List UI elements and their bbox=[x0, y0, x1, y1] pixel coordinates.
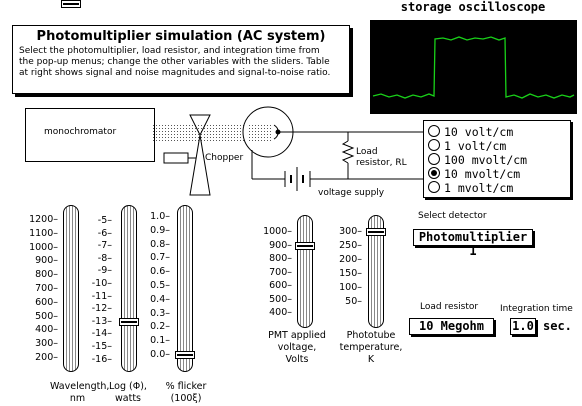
chopper-blade-top bbox=[189, 114, 211, 137]
monochromator-box: monochromator bbox=[25, 108, 155, 162]
radio-button-selected[interactable] bbox=[428, 167, 440, 179]
flicker-tick-label: 0.8– bbox=[150, 238, 170, 250]
temperature-tick-label: 300– bbox=[339, 226, 362, 237]
wavelength-tick-label: 800– bbox=[35, 269, 58, 281]
integration-time-label: Integration time bbox=[500, 304, 573, 314]
flicker-tick-label: 0.9– bbox=[150, 224, 170, 236]
wavelength-tick-label: 1200– bbox=[29, 214, 58, 225]
voltage-tick-label: 400– bbox=[269, 307, 292, 318]
voltage-slider-thumb[interactable] bbox=[295, 241, 315, 250]
scale-selector: 10 volt/cm 1 volt/cm 100 mvolt/cm 10 mvo… bbox=[423, 120, 571, 198]
radio-button[interactable] bbox=[428, 139, 440, 151]
flicker-tick-label: 0.7– bbox=[150, 252, 170, 264]
detector-popup[interactable]: Photomultiplier 1 bbox=[413, 229, 533, 258]
instructions-line-2: the pop-up menus; change the other varia… bbox=[19, 57, 330, 67]
flicker-tick-label: 0.1– bbox=[150, 335, 170, 347]
wavelength-tick-label: 1100– bbox=[29, 227, 58, 239]
flicker-slider[interactable] bbox=[177, 205, 193, 372]
instructions-box: Photomultiplier simulation (AC system) S… bbox=[12, 25, 350, 94]
power-label: Log (Φ),watts bbox=[109, 381, 147, 404]
voltage-tick-label: 700– bbox=[269, 266, 292, 278]
wavelength-tick-label: 600– bbox=[35, 296, 58, 308]
integration-time-popup[interactable]: 1.0 bbox=[510, 318, 536, 335]
flicker-label: % flicker(100ξ) bbox=[165, 381, 207, 404]
wavelength-tick-label: 900– bbox=[35, 255, 58, 267]
scale-option-1-mvolt[interactable]: 1 mvolt/cm bbox=[428, 180, 513, 195]
integration-time-unit: sec. bbox=[543, 319, 572, 333]
wavelength-slider[interactable] bbox=[63, 205, 79, 372]
temperature-tick-label: 200– bbox=[339, 253, 362, 265]
power-tick-label: -5– bbox=[97, 215, 112, 226]
power-tick-label: -9– bbox=[97, 265, 112, 277]
load-resistor-menu-label: Load resistor bbox=[420, 302, 479, 312]
radio-button[interactable] bbox=[428, 125, 440, 137]
voltage-tick-label: 600– bbox=[269, 280, 292, 291]
voltage-tick-label: 1000– bbox=[263, 226, 292, 237]
power-tick-label: -8– bbox=[97, 252, 112, 264]
wavelength-slider-thumb[interactable] bbox=[61, 0, 81, 8]
wavelength-tick-label: 400– bbox=[35, 324, 58, 336]
flicker-tick-label: 0.6– bbox=[150, 266, 170, 278]
wavelength-label: Wavelength,nm bbox=[50, 381, 110, 404]
voltage-tick-label: 800– bbox=[269, 253, 292, 264]
power-tick-label: -13– bbox=[91, 315, 112, 327]
flicker-tick-label: 0.0– bbox=[150, 349, 170, 360]
voltage-tick-label: 900– bbox=[269, 239, 292, 251]
power-slider[interactable] bbox=[121, 205, 137, 372]
flicker-tick-label: 0.5– bbox=[150, 280, 170, 291]
optical-diagram bbox=[153, 106, 423, 196]
flicker-tick-label: 0.2– bbox=[150, 321, 170, 333]
power-tick-label: -15– bbox=[91, 341, 112, 352]
wavelength-tick-label: 700– bbox=[35, 283, 58, 294]
scale-option-10-volt[interactable]: 10 volt/cm bbox=[428, 124, 513, 139]
flicker-tick-label: 1.0– bbox=[150, 211, 170, 222]
power-slider-thumb[interactable] bbox=[119, 317, 139, 326]
radio-button[interactable] bbox=[428, 181, 440, 193]
power-tick-label: -7– bbox=[97, 240, 112, 252]
chopper-motor bbox=[163, 152, 189, 164]
wavelength-tick-label: 300– bbox=[35, 338, 58, 350]
temperature-tick-label: 50– bbox=[345, 295, 362, 307]
oscilloscope-trace bbox=[372, 36, 575, 99]
wavelength-tick-label: 1000– bbox=[29, 241, 58, 253]
detector-label: Select detector bbox=[418, 211, 487, 221]
temperature-tick-label: 250– bbox=[339, 239, 362, 251]
temperature-tick-label: 150– bbox=[339, 267, 362, 279]
voltage-tick-label: 500– bbox=[269, 293, 292, 305]
load-resistor-popup[interactable]: 10 Megohm bbox=[409, 318, 494, 335]
instructions-line-1: Select the photomultiplier, load resisto… bbox=[19, 46, 320, 56]
chopper-blade-bottom bbox=[189, 134, 211, 196]
flicker-tick-label: 0.3– bbox=[150, 307, 170, 319]
temperature-tick-label: 100– bbox=[339, 281, 362, 293]
wavelength-tick-label: 200– bbox=[35, 352, 58, 363]
chopper-label: Chopper bbox=[205, 153, 244, 163]
scale-option-1-volt[interactable]: 1 volt/cm bbox=[428, 138, 506, 153]
load-resistor-label-1: Load bbox=[356, 147, 378, 157]
load-resistor-symbol bbox=[341, 140, 355, 164]
scale-option-100-mvolt[interactable]: 100 mvolt/cm bbox=[428, 152, 527, 167]
oscilloscope-screen bbox=[370, 20, 577, 114]
flicker-tick-label: 0.4– bbox=[150, 293, 170, 305]
oscilloscope-title: storage oscilloscope bbox=[400, 0, 546, 14]
monochromator-label: monochromator bbox=[44, 127, 117, 137]
scale-option-10-mvolt[interactable]: 10 mvolt/cm bbox=[428, 166, 520, 181]
temperature-slider-thumb[interactable] bbox=[366, 228, 386, 236]
power-tick-label: -16– bbox=[91, 353, 112, 365]
wavelength-tick-label: 500– bbox=[35, 310, 58, 322]
power-tick-label: -11– bbox=[91, 290, 112, 302]
voltage-slider[interactable] bbox=[297, 215, 313, 328]
power-tick-label: -6– bbox=[97, 227, 112, 239]
voltage-supply-label: voltage supply bbox=[318, 188, 385, 198]
temperature-slider[interactable] bbox=[368, 215, 384, 328]
radio-button[interactable] bbox=[428, 153, 440, 165]
instructions-line-3: at right shows signal and noise magnitud… bbox=[19, 68, 331, 78]
power-tick-label: -10– bbox=[91, 278, 112, 289]
flicker-slider-thumb[interactable] bbox=[175, 351, 195, 359]
load-resistor-label-2: resistor, RL bbox=[356, 158, 407, 168]
app-title: Photomultiplier simulation (AC system) bbox=[36, 29, 326, 44]
power-tick-label: -14– bbox=[91, 328, 112, 340]
power-tick-label: -12– bbox=[91, 303, 112, 315]
